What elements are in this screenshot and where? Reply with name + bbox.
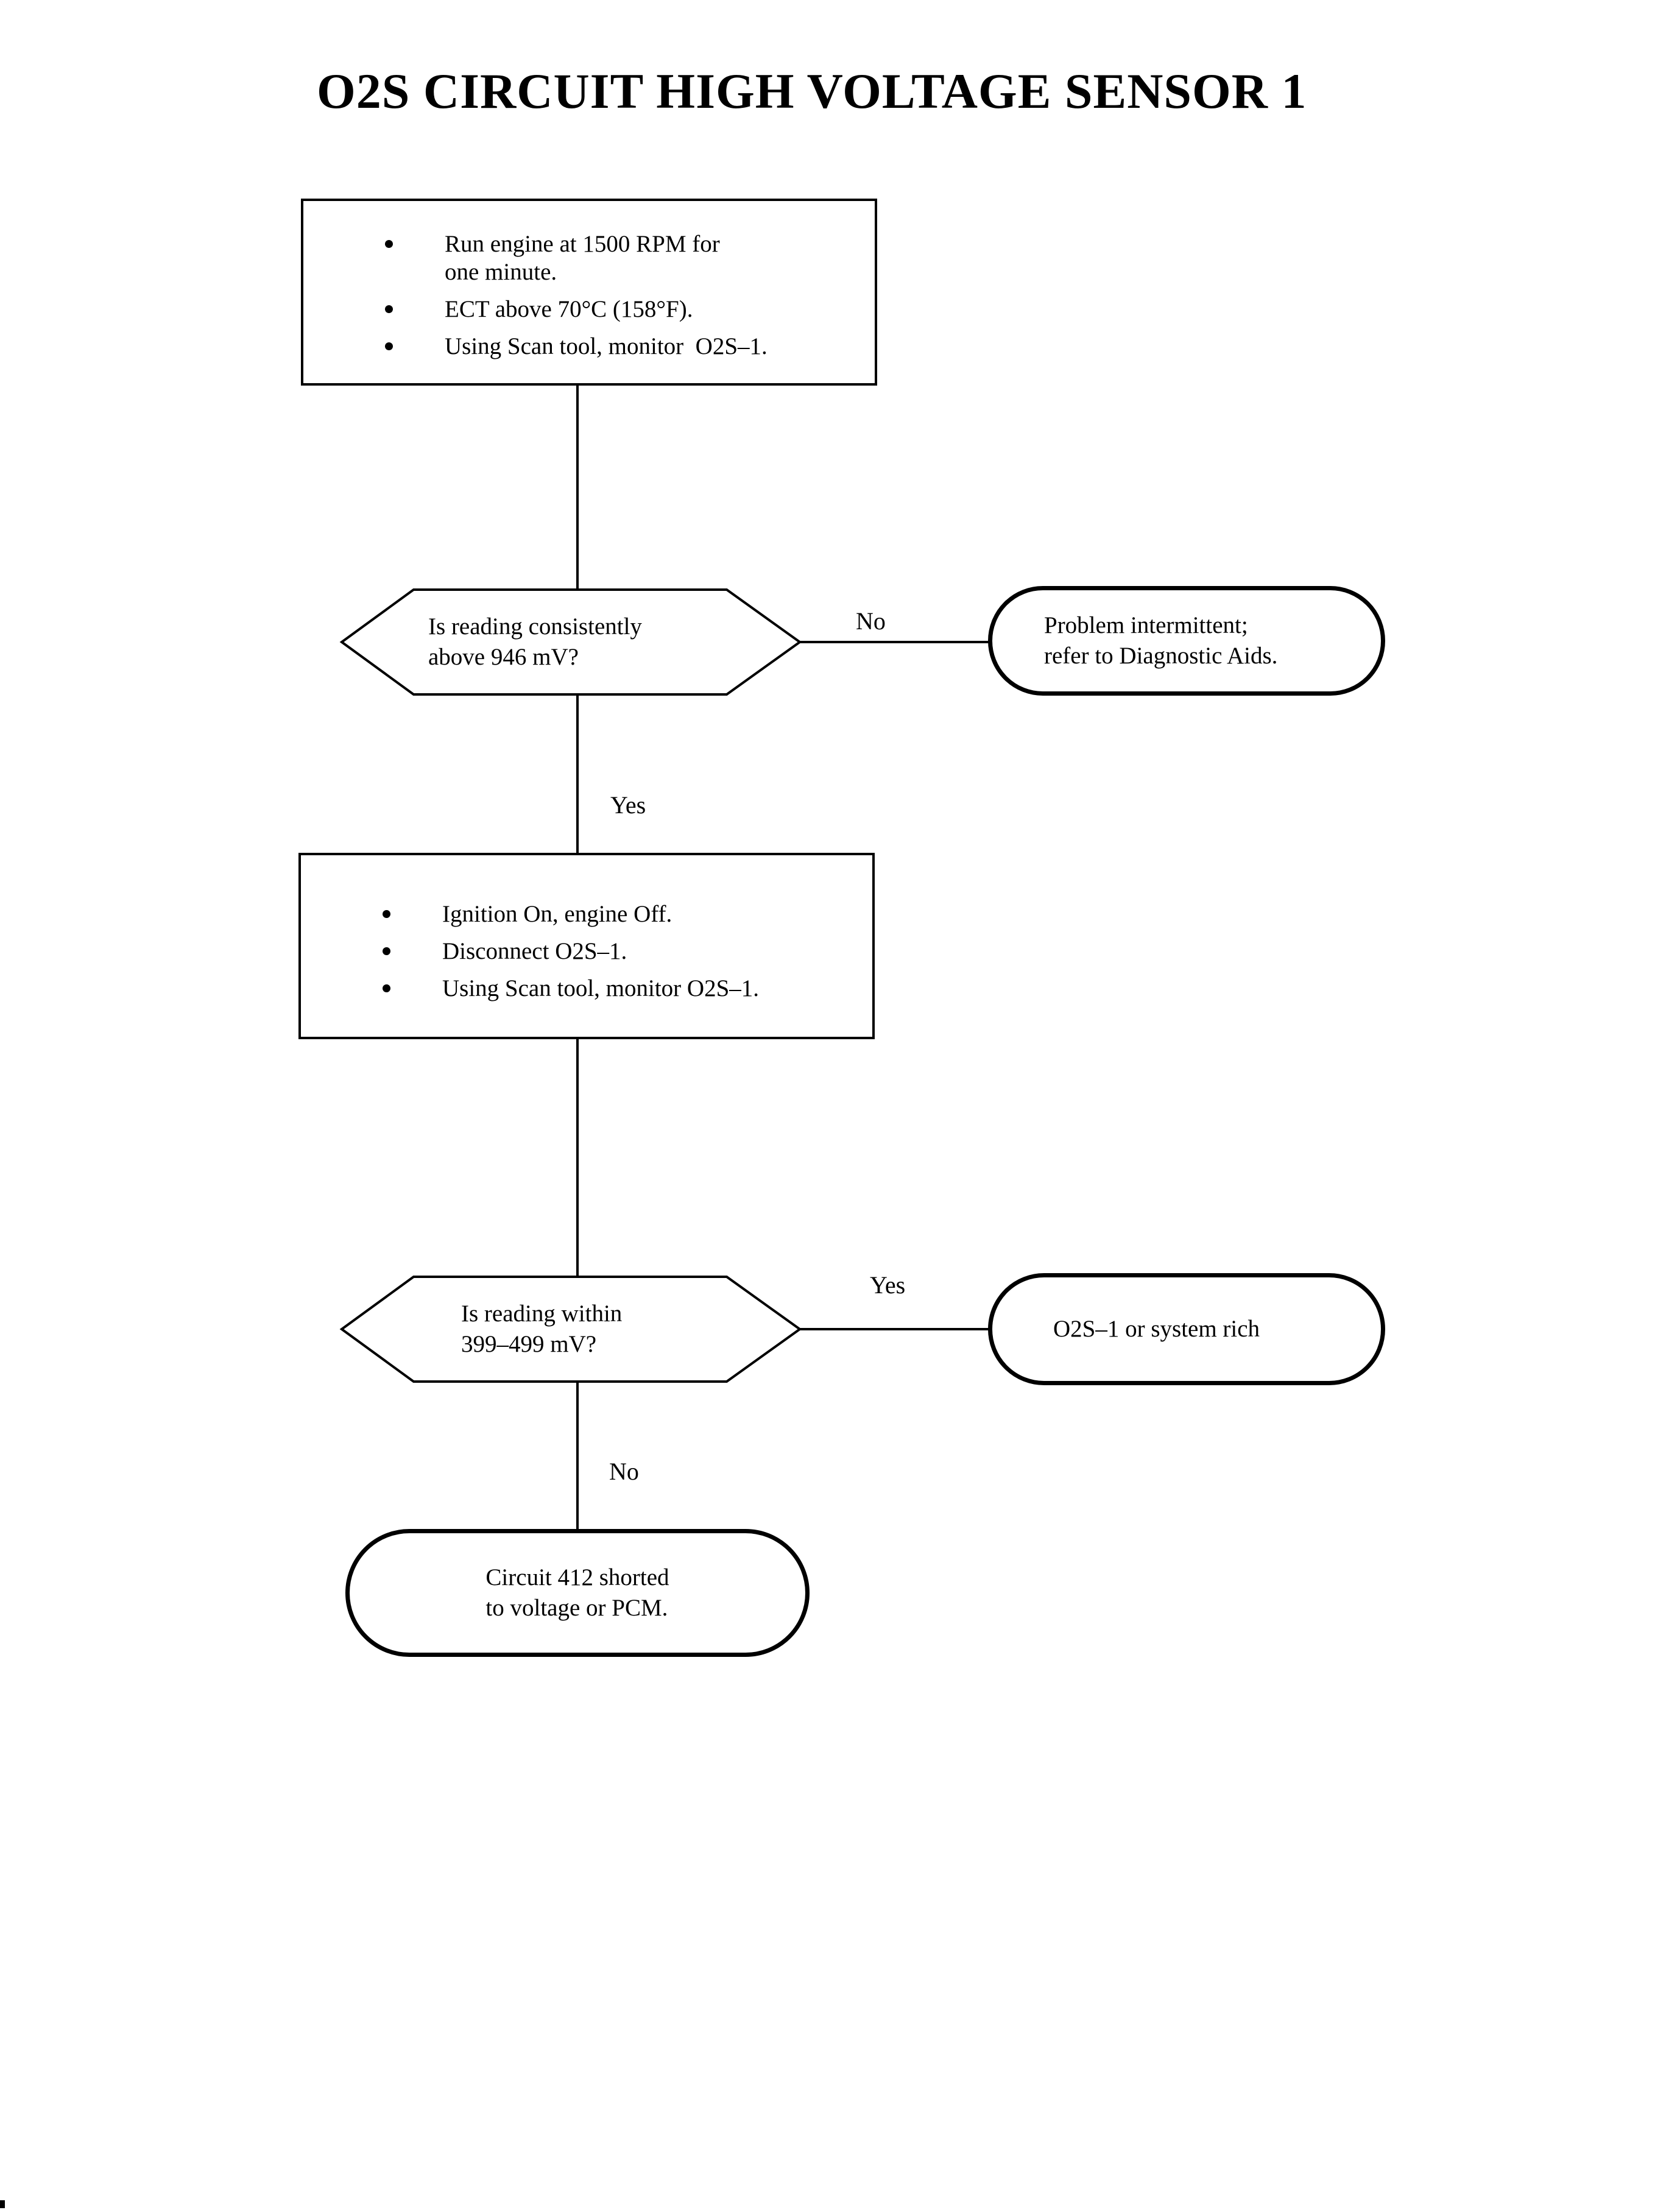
step2-bullet-2: Disconnect O2S–1. xyxy=(301,937,872,966)
decision2-question: Is reading within 399–499 mV? xyxy=(461,1301,623,1357)
process-step2: Ignition On, engine Off. Disconnect O2S–… xyxy=(298,853,875,1039)
decision1-question: Is reading consistently above 946 mV? xyxy=(428,613,642,670)
step2-bullet-1: Ignition On, engine Off. xyxy=(301,900,872,928)
step2-bullet-3: Using Scan tool, monitor O2S–1. xyxy=(301,975,872,1003)
terminal-circuit-shorted-text: Circuit 412 shorted to voltage or PCM. xyxy=(485,1564,669,1621)
step1-bullet-3-text: Using Scan tool, monitor O2S–1. xyxy=(445,333,768,359)
connector-decision1-yes xyxy=(576,696,579,854)
terminal-circuit-shorted: Circuit 412 shorted to voltage or PCM. xyxy=(345,1529,810,1657)
decision1-no-label: No xyxy=(856,607,886,635)
decision2-no-label: No xyxy=(609,1458,639,1485)
step1-bullet-2: ECT above 70°C (158°F). xyxy=(303,295,875,323)
step1-bullet-3: Using Scan tool, monitor O2S–1. xyxy=(303,333,875,361)
step2-bullet-3-text: Using Scan tool, monitor O2S–1. xyxy=(442,975,760,1001)
page-title: O2S CIRCUIT HIGH VOLTAGE SENSOR 1 xyxy=(317,63,1307,119)
decision1-hexagon: Is reading consistently above 946 mV? xyxy=(339,587,802,697)
terminal-problem-intermittent-text: Problem intermittent; refer to Diagnosti… xyxy=(1044,612,1278,669)
process-step1: Run engine at 1500 RPM for one minute. E… xyxy=(301,199,877,386)
scan-artifact-mark xyxy=(0,2200,5,2208)
step1-bullet-1: Run engine at 1500 RPM for one minute. xyxy=(303,230,875,286)
terminal-problem-intermittent: Problem intermittent; refer to Diagnosti… xyxy=(988,586,1385,696)
connector-step1-to-decision1 xyxy=(576,384,579,588)
step2-bullet-list: Ignition On, engine Off. Disconnect O2S–… xyxy=(301,855,872,1003)
decision1-yes-label: Yes xyxy=(610,791,646,819)
decision2-yes-label: Yes xyxy=(870,1271,906,1299)
step1-bullet-1-text: Run engine at 1500 RPM for one minute. xyxy=(445,231,720,285)
step1-bullet-2-text: ECT above 70°C (158°F). xyxy=(445,296,693,322)
connector-decision2-yes xyxy=(800,1328,990,1330)
connector-step2-to-decision2 xyxy=(576,1038,579,1276)
step2-bullet-2-text: Disconnect O2S–1. xyxy=(442,938,627,964)
connector-decision1-no xyxy=(800,641,990,643)
decision2-hexagon: Is reading within 399–499 mV? xyxy=(339,1274,802,1384)
terminal-system-rich: O2S–1 or system rich xyxy=(988,1273,1385,1385)
terminal-system-rich-text: O2S–1 or system rich xyxy=(1053,1316,1260,1342)
step1-bullet-list: Run engine at 1500 RPM for one minute. E… xyxy=(303,201,875,361)
step2-bullet-1-text: Ignition On, engine Off. xyxy=(442,901,672,927)
connector-decision2-no xyxy=(576,1383,579,1530)
